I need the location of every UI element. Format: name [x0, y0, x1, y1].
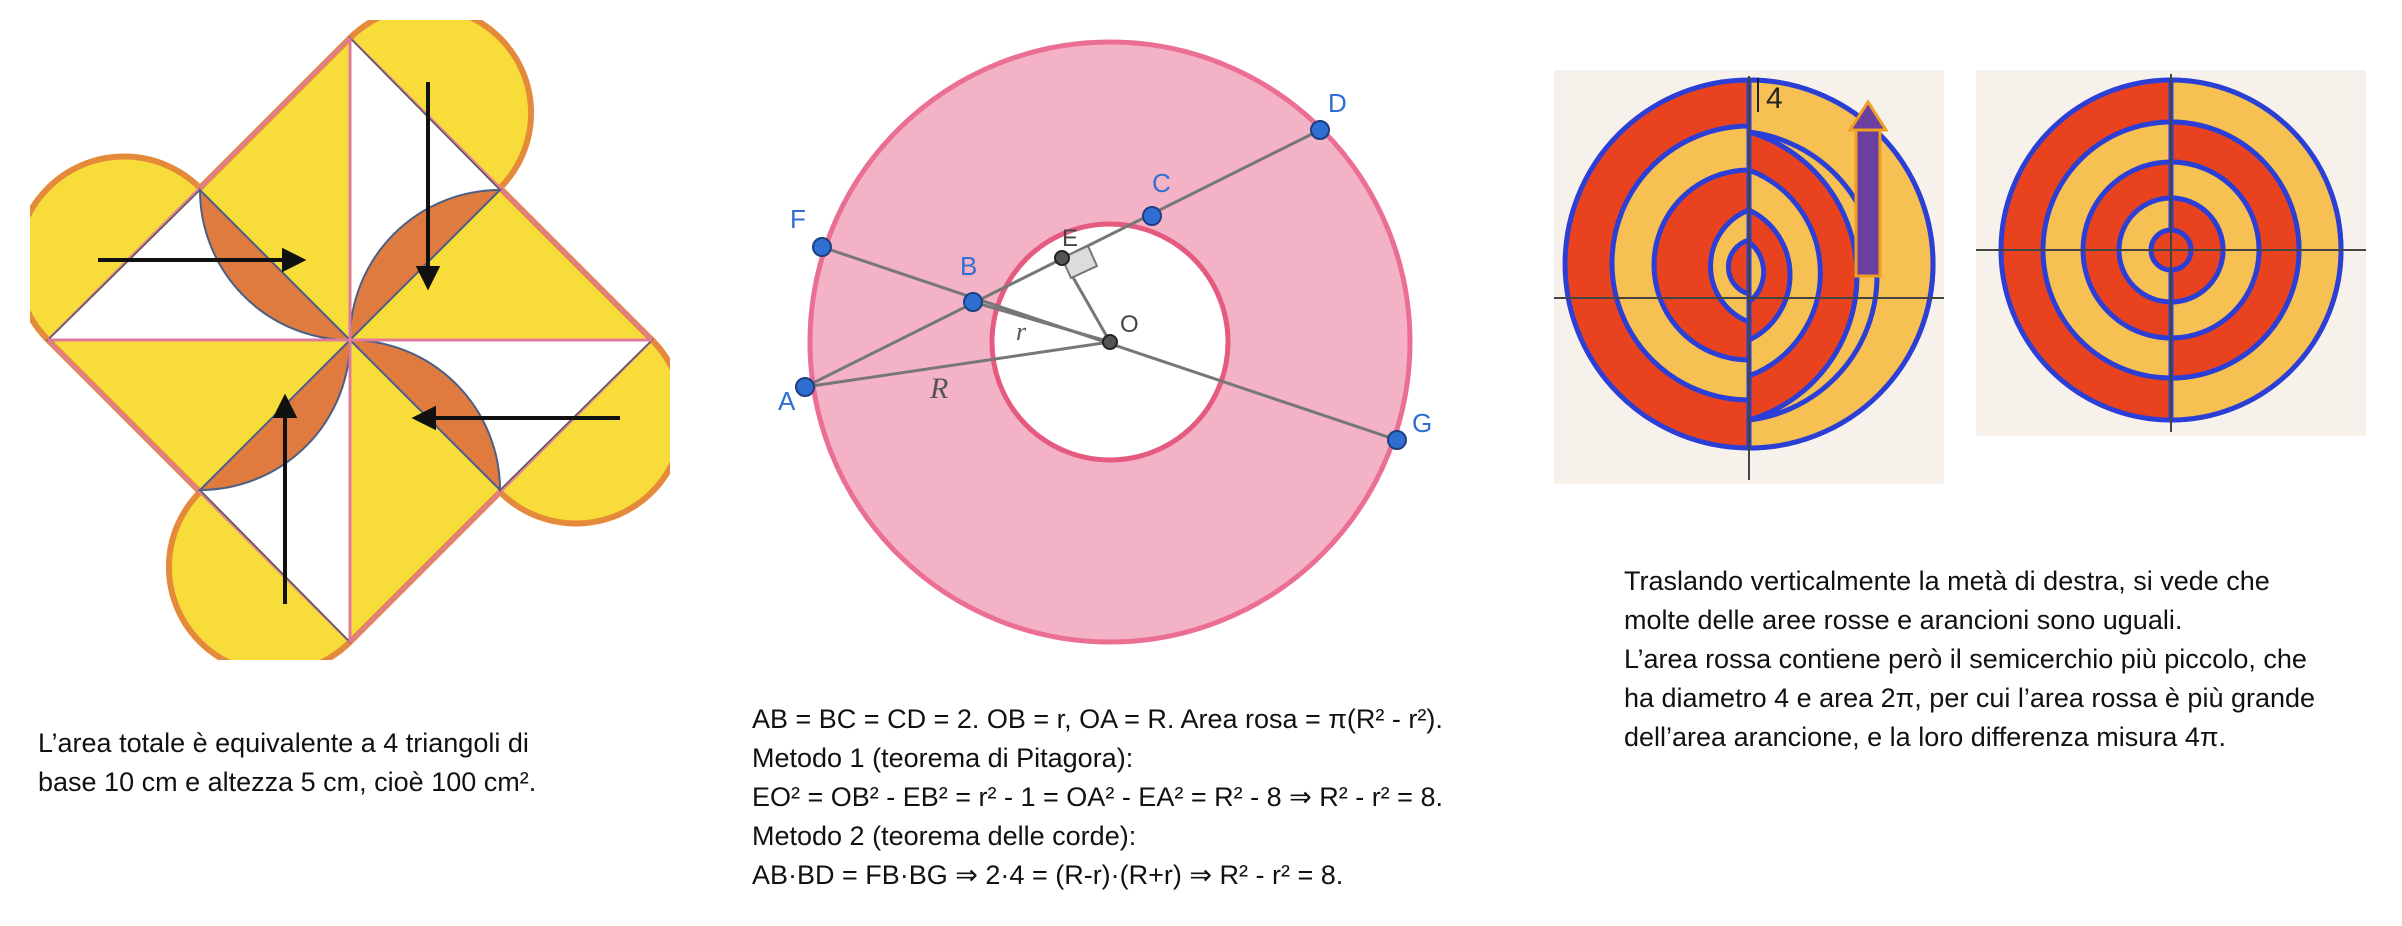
label-E: E [1062, 225, 1078, 252]
left-caption-line: base 10 cm e altezza 5 cm, cioè 100 cm². [38, 767, 537, 797]
right-caption: Traslando verticalmente la metà di destr… [1624, 562, 2315, 757]
spiral-shifted-drawing: 4 [1554, 76, 1944, 480]
diagonal-lines [48, 38, 652, 642]
middle-caption-line: AB·BD = FB·BG ⇒ 2·4 = (R-r)·(R+r) ⇒ R² -… [752, 860, 1344, 890]
spiral-original-drawing [1976, 74, 2366, 432]
label-D: D [1328, 88, 1347, 118]
left-half-stripes [1562, 77, 1752, 451]
square-semicircles-diagram [13, 3, 687, 677]
points [795, 120, 1407, 450]
label-A: A [778, 386, 796, 416]
gap-label: 4 [1766, 82, 1783, 115]
middle-caption-line: Metodo 2 (teorema delle corde): [752, 821, 1137, 851]
right-half-stripes [1746, 77, 1936, 451]
right-caption-line: ha diametro 4 e area 2π, per cui l’area … [1624, 683, 2316, 713]
label-F: F [790, 204, 806, 234]
middle-caption-line: EO² = OB² - EB² = r² - 1 = OA² - EA² = R… [752, 782, 1443, 812]
label-r: r [1016, 317, 1027, 346]
middle-caption-line: Metodo 1 (teorema di Pitagora): [752, 743, 1134, 773]
left-figure [13, 3, 687, 677]
label-R: R [929, 372, 948, 405]
right-angle-marker [1060, 244, 1099, 280]
left-caption: L’area totale è equivalente a 4 triangol… [38, 724, 536, 802]
arrows [98, 82, 620, 604]
middle-caption-line: AB = BC = CD = 2. OB = r, OA = R. Area r… [752, 704, 1443, 734]
spiral-photo-original [1976, 70, 2366, 436]
right-caption-line: Traslando verticalmente la metà di destr… [1624, 566, 2270, 596]
right-caption-line: L’area rossa contiene però il semicerchi… [1624, 644, 2307, 674]
left-caption-line: L’area totale è equivalente a 4 triangol… [38, 728, 529, 758]
right-caption-line: dell’area arancione, e la loro differenz… [1624, 722, 2226, 752]
arrow-down-icon [415, 266, 441, 291]
middle-caption: AB = BC = CD = 2. OB = r, OA = R. Area r… [752, 700, 1443, 895]
arrow-left-icon [411, 405, 436, 431]
arrow-up-icon [1847, 99, 1889, 278]
annulus-diagram: A B C D E F G O r R [778, 39, 1432, 645]
label-O: O [1120, 311, 1139, 338]
arrow-right-icon [282, 247, 307, 273]
right-caption-line: molte delle aree rosse e arancioni sono … [1624, 605, 2183, 635]
label-G: G [1412, 408, 1432, 438]
arrow-up-icon [272, 393, 298, 418]
label-B: B [960, 251, 977, 281]
spiral-photo-shifted: 4 [1554, 70, 1944, 484]
middle-figure: A B C D E F G O r R [760, 20, 1460, 660]
label-C: C [1152, 168, 1171, 198]
